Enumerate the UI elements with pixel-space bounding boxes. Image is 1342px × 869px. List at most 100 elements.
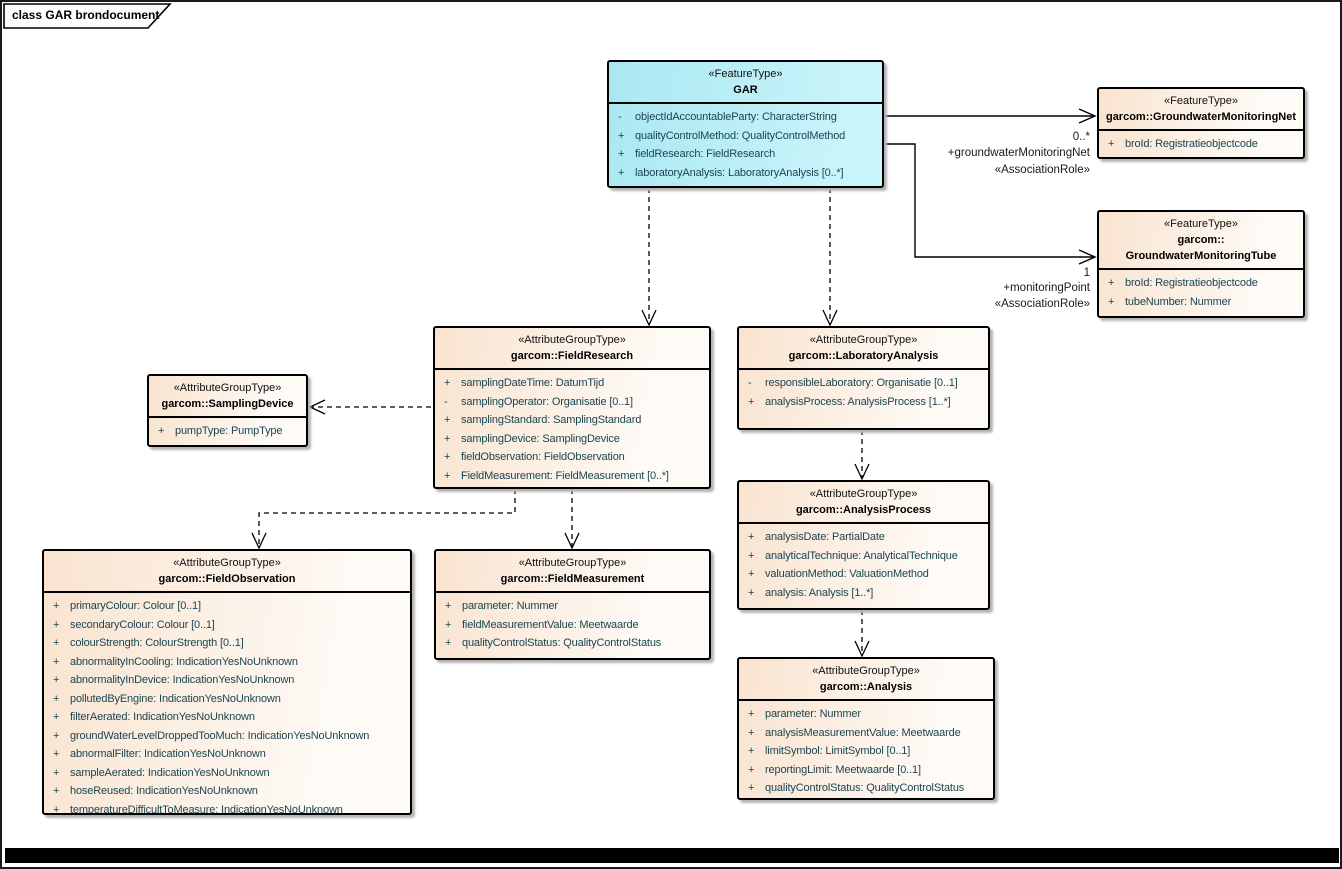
attribute-row: + qualityControlMethod: QualityControlMe… bbox=[609, 127, 882, 146]
attribute-text: abnormalFilter: IndicationYesNoUnknown bbox=[70, 748, 266, 761]
stereotype-label: «AttributeGroupType» bbox=[173, 557, 281, 569]
attribute-row: + broId: Registratieobjectcode bbox=[1099, 135, 1303, 154]
association-gar-tube bbox=[884, 143, 1094, 258]
attribute-text: qualityControlMethod: QualityControlMeth… bbox=[635, 129, 846, 142]
class-box-fieldresearch[interactable]: «AttributeGroupType» garcom::FieldResear… bbox=[433, 326, 711, 489]
attribute-list: + broId: Registratieobjectcode + tubeNum… bbox=[1099, 270, 1303, 316]
attribute-list: + primaryColour: Colour [0..1] + seconda… bbox=[44, 593, 410, 813]
class-name: garcom::LaboratoryAnalysis bbox=[788, 350, 939, 362]
attribute-list: + broId: Registratieobjectcode bbox=[1099, 131, 1303, 157]
attribute-text: limitSymbol: LimitSymbol [0..1] bbox=[765, 745, 911, 758]
visibility-marker: + bbox=[53, 803, 60, 813]
attribute-text: pumpType: PumpType bbox=[175, 425, 283, 438]
tube-role-label: +monitoringPoint bbox=[1003, 282, 1090, 294]
attribute-row: + temperatureDifficultToMeasure: Indicat… bbox=[44, 801, 410, 813]
attribute-text: groundWaterLevelDroppedTooMuch: Indicati… bbox=[70, 729, 370, 742]
attribute-text: sampleAerated: IndicationYesNoUnknown bbox=[70, 766, 270, 779]
visibility-marker: + bbox=[445, 637, 452, 650]
arrowhead-down-analysisprocess bbox=[854, 463, 870, 481]
net-role-label: +groundwaterMonitoringNet bbox=[947, 147, 1090, 159]
attribute-row: + limitSymbol: LimitSymbol [0..1] bbox=[739, 742, 993, 761]
class-header: «AttributeGroupType» garcom::Analysis bbox=[739, 659, 993, 701]
attribute-row: + analysis: Analysis [1..*] bbox=[739, 584, 988, 603]
visibility-marker: + bbox=[748, 708, 755, 721]
visibility-marker: + bbox=[1108, 138, 1115, 151]
attribute-text: qualityControlStatus: QualityControlStat… bbox=[765, 782, 965, 795]
visibility-marker: + bbox=[444, 377, 451, 390]
visibility-marker: + bbox=[445, 618, 452, 631]
class-box-samplingdevice[interactable]: «AttributeGroupType» garcom::SamplingDev… bbox=[147, 374, 308, 447]
visibility-marker: + bbox=[444, 469, 451, 482]
attribute-list: + pumpType: PumpType bbox=[149, 418, 306, 445]
attribute-row: + colourStrength: ColourStrength [0..1] bbox=[44, 634, 410, 653]
class-box-fieldmeasurement[interactable]: «AttributeGroupType» garcom::FieldMeasur… bbox=[434, 549, 711, 660]
attribute-row: + valuationMethod: ValuationMethod bbox=[739, 565, 988, 584]
attribute-row: + analysisDate: PartialDate bbox=[739, 528, 988, 547]
attribute-list: + samplingDateTime: DatumTijd - sampling… bbox=[435, 370, 709, 487]
visibility-marker: + bbox=[53, 785, 60, 798]
attribute-text: laboratoryAnalysis: LaboratoryAnalysis [… bbox=[635, 166, 844, 179]
attribute-list: + parameter: Nummer + fieldMeasurementVa… bbox=[436, 593, 709, 658]
class-box-gar[interactable]: «FeatureType» GAR - objectIdAccountableP… bbox=[607, 60, 884, 188]
class-header: «FeatureType» garcom::GroundwaterMonitor… bbox=[1099, 89, 1303, 131]
visibility-marker: + bbox=[748, 531, 755, 544]
visibility-marker: + bbox=[444, 414, 451, 427]
attribute-row: + samplingStandard: SamplingStandard bbox=[435, 411, 709, 430]
stereotype-label: «AttributeGroupType» bbox=[518, 334, 626, 346]
class-name: garcom::Analysis bbox=[819, 681, 913, 693]
bottom-bar bbox=[5, 848, 1339, 863]
attribute-text: parameter: Nummer bbox=[765, 708, 861, 721]
attribute-row: + reportingLimit: Meetwaarde [0..1] bbox=[739, 761, 993, 780]
attribute-row: + groundWaterLevelDroppedTooMuch: Indica… bbox=[44, 727, 410, 746]
visibility-marker: + bbox=[618, 148, 625, 161]
class-header: «AttributeGroupType» garcom::AnalysisPro… bbox=[739, 482, 988, 524]
attribute-text: colourStrength: ColourStrength [0..1] bbox=[70, 637, 244, 650]
attribute-text: analyticalTechnique: AnalyticalTechnique bbox=[765, 549, 958, 562]
visibility-marker: + bbox=[748, 763, 755, 776]
arrowhead-down-fieldmeasurement bbox=[564, 532, 580, 550]
attribute-row: + qualityControlStatus: QualityControlSt… bbox=[739, 779, 993, 798]
class-box-groundwatermonitoringnet[interactable]: «FeatureType» garcom::GroundwaterMonitor… bbox=[1097, 87, 1305, 159]
visibility-marker: + bbox=[53, 655, 60, 668]
class-box-laboratoryanalysis[interactable]: «AttributeGroupType» garcom::LaboratoryA… bbox=[737, 326, 990, 430]
stereotype-label: «AttributeGroupType» bbox=[518, 557, 627, 569]
frame-title: class GAR brondocument bbox=[12, 8, 160, 22]
attribute-text: objectIdAccountableParty: CharacterStrin… bbox=[635, 111, 837, 124]
visibility-marker: + bbox=[748, 395, 755, 408]
attribute-text: pollutedByEngine: IndicationYesNoUnknown bbox=[70, 692, 281, 705]
tube-associationrole-stereotype: «AssociationRole» bbox=[994, 298, 1090, 310]
attribute-text: temperatureDifficultToMeasure: Indicatio… bbox=[70, 803, 343, 813]
arrowhead-down-fieldresearch bbox=[641, 309, 657, 327]
attribute-text: fieldResearch: FieldResearch bbox=[635, 148, 776, 161]
class-box-fieldobservation[interactable]: «AttributeGroupType» garcom::FieldObserv… bbox=[42, 549, 412, 815]
attribute-text: samplingDateTime: DatumTijd bbox=[461, 377, 605, 390]
attribute-row: + qualityControlStatus: QualityControlSt… bbox=[436, 634, 709, 653]
attribute-row: + analysisMeasurementValue: Meetwaarde bbox=[739, 724, 993, 743]
stereotype-label: «FeatureType» bbox=[1164, 218, 1238, 230]
arrowhead-down-analysis bbox=[854, 640, 870, 658]
attribute-row: + tubeNumber: Nummer bbox=[1099, 293, 1303, 312]
class-name: garcom::FieldMeasurement bbox=[500, 573, 645, 585]
attribute-row: + sampleAerated: IndicationYesNoUnknown bbox=[44, 764, 410, 783]
frame-title-tab bbox=[3, 3, 172, 29]
visibility-marker: + bbox=[53, 637, 60, 650]
attribute-list: - responsibleLaboratory: Organisatie [0.… bbox=[739, 370, 988, 428]
visibility-marker: + bbox=[444, 451, 451, 464]
stereotype-label: «AttributeGroupType» bbox=[809, 488, 918, 500]
visibility-marker: + bbox=[53, 766, 60, 779]
class-header: «FeatureType» garcom:: GroundwaterMonito… bbox=[1099, 212, 1303, 270]
class-box-groundwatermonitoringtube[interactable]: «FeatureType» garcom:: GroundwaterMonito… bbox=[1097, 210, 1305, 318]
class-box-analysisprocess[interactable]: «AttributeGroupType» garcom::AnalysisPro… bbox=[737, 480, 990, 610]
attribute-row: - samplingOperator: Organisatie [0..1] bbox=[435, 393, 709, 412]
stereotype-label: «FeatureType» bbox=[708, 68, 783, 80]
class-box-analysis[interactable]: «AttributeGroupType» garcom::Analysis + … bbox=[737, 657, 995, 800]
attribute-text: FieldMeasurement: FieldMeasurement [0..*… bbox=[461, 469, 669, 482]
visibility-marker: + bbox=[158, 425, 165, 438]
attribute-text: primaryColour: Colour [0..1] bbox=[70, 600, 201, 613]
attribute-text: abnormalityInDevice: IndicationYesNoUnkn… bbox=[70, 674, 295, 687]
attribute-text: abnormalityInCooling: IndicationYesNoUnk… bbox=[70, 655, 298, 668]
class-header: «AttributeGroupType» garcom::FieldObserv… bbox=[44, 551, 410, 593]
attribute-text: analysis: Analysis [1..*] bbox=[765, 586, 874, 599]
